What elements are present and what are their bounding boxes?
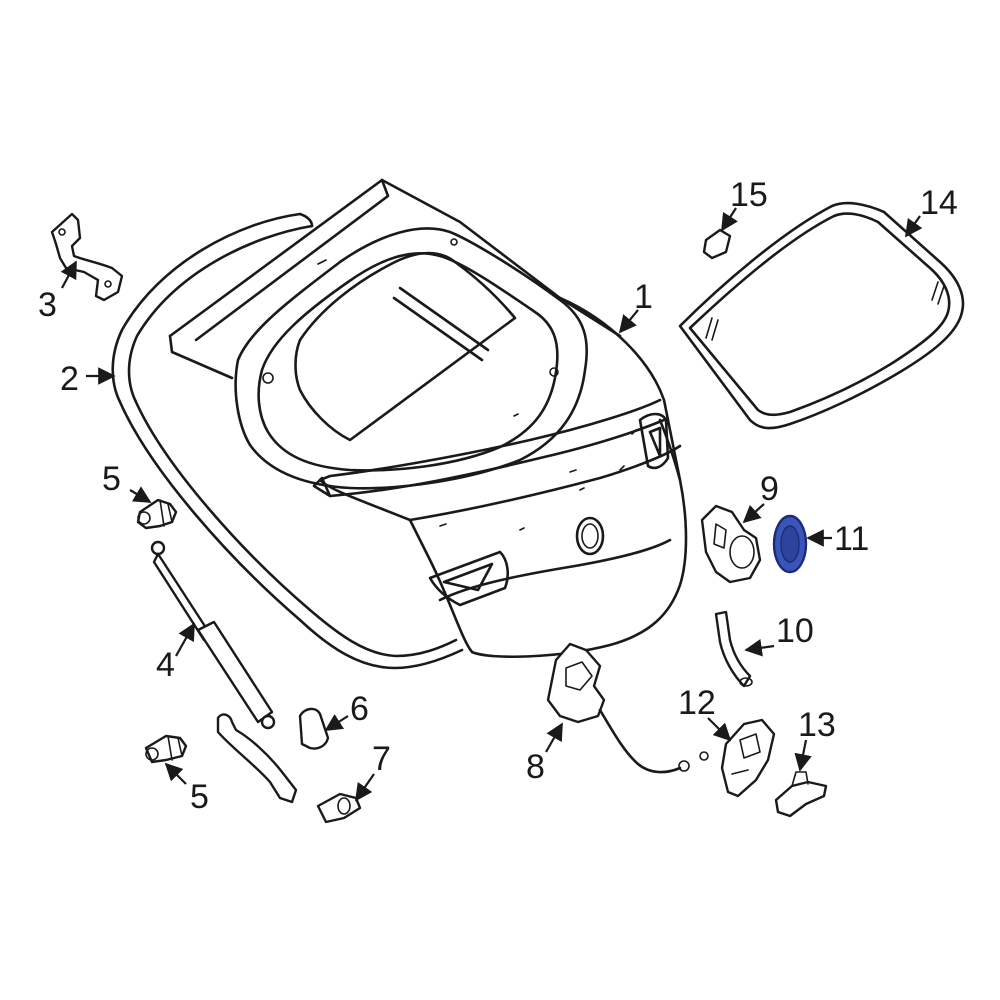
- part-9-handle-assembly[interactable]: [700, 504, 762, 584]
- part-14-rear-glass[interactable]: [678, 201, 965, 430]
- part-1-liftgate[interactable]: [168, 178, 688, 659]
- callout-9: 9: [760, 470, 779, 508]
- callout-8: 8: [526, 748, 545, 786]
- callout-7: 7: [372, 740, 391, 778]
- part-3-hinge[interactable]: [50, 212, 124, 302]
- part-11-emblem-highlighted[interactable]: [772, 514, 808, 574]
- part-2-weatherstrip[interactable]: [111, 212, 464, 670]
- part-7-stop[interactable]: [316, 792, 362, 824]
- callout-13: 13: [798, 706, 836, 744]
- callout-14: 14: [920, 184, 958, 222]
- part-15-clip[interactable]: [702, 228, 732, 260]
- part-10-tube[interactable]: [714, 610, 753, 688]
- callout-labels: 1 2 3 5 4 5 6 7 8 9 10 11 12 13 14 15: [38, 176, 958, 816]
- callout-11: 11: [834, 520, 869, 558]
- callout-4: 4: [156, 646, 175, 684]
- callout-12: 12: [678, 684, 716, 722]
- part-5-ball-stud-lower[interactable]: [144, 734, 188, 764]
- callout-10: 10: [776, 612, 814, 650]
- part-8-latch[interactable]: [546, 642, 709, 774]
- callout-5-lower: 5: [190, 778, 209, 816]
- callout-1: 1: [634, 278, 653, 316]
- part-6-bumper[interactable]: [298, 707, 330, 750]
- leader-arrows: [60, 207, 923, 802]
- strut-bracket[interactable]: [216, 713, 298, 804]
- part-12-actuator[interactable]: [720, 718, 776, 798]
- callout-2: 2: [60, 360, 79, 398]
- part-13-striker[interactable]: [774, 771, 828, 818]
- callout-6: 6: [350, 690, 369, 728]
- part-5-ball-stud-upper[interactable]: [136, 498, 178, 530]
- callout-3: 3: [38, 286, 57, 324]
- callout-5-upper: 5: [102, 460, 121, 498]
- callout-15: 15: [730, 176, 768, 214]
- part-4-gas-strut[interactable]: [150, 540, 276, 730]
